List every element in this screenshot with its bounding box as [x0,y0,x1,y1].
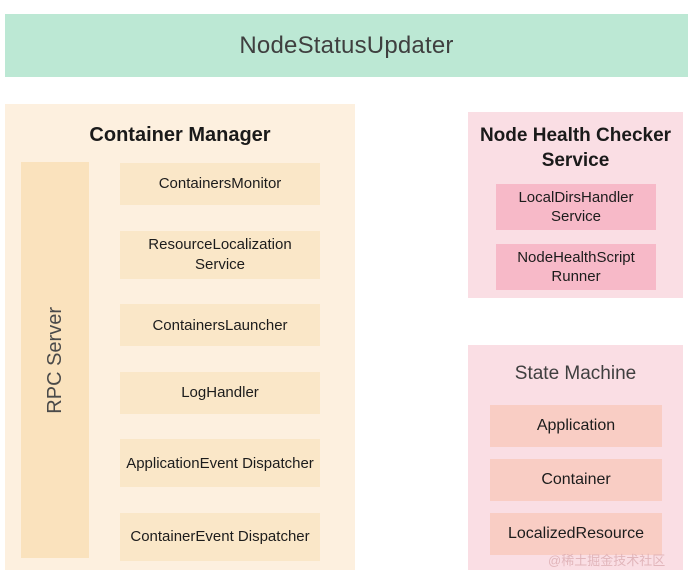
sm-item-localized-resource: LocalizedResource [490,513,662,555]
container-manager-item-list: ContainersMonitor ResourceLocalization S… [120,163,320,561]
state-machine-item-list: Application Container LocalizedResource [490,405,662,555]
node-health-checker-service-panel: Node Health Checker Service LocalDirsHan… [468,112,683,298]
sm-item-application: Application [490,405,662,447]
cm-item-container-event-dispatcher: ContainerEvent Dispatcher [120,512,320,561]
nhc-item-local-dirs-handler-service: LocalDirsHandler Service [496,184,656,230]
state-machine-title: State Machine [514,363,637,384]
node-status-updater-banner: NodeStatusUpdater [5,14,688,77]
cm-item-log-handler: LogHandler [120,371,320,414]
node-health-checker-service-title: Node Health Checker Service [479,125,672,171]
rpc-server-label: RPC Server [43,306,66,414]
sm-item-container: Container [490,459,662,501]
rpc-server-block: RPC Server [21,162,89,558]
node-status-updater-title: NodeStatusUpdater [239,31,454,59]
node-health-checker-item-list: LocalDirsHandler Service NodeHealthScrip… [496,184,656,290]
container-manager-title: Container Manager [89,124,271,146]
cm-item-containers-launcher: ContainersLauncher [120,304,320,347]
container-manager-panel: Container Manager RPC Server ContainersM… [5,104,355,570]
state-machine-panel: State Machine Application Container Loca… [468,345,683,570]
nhc-item-node-health-script-runner: NodeHealthScript Runner [496,244,656,290]
cm-item-application-event-dispatcher: ApplicationEvent Dispatcher [120,439,320,488]
cm-item-containers-monitor: ContainersMonitor [120,163,320,205]
cm-item-resource-localization-service: ResourceLocalization Service [120,230,320,279]
